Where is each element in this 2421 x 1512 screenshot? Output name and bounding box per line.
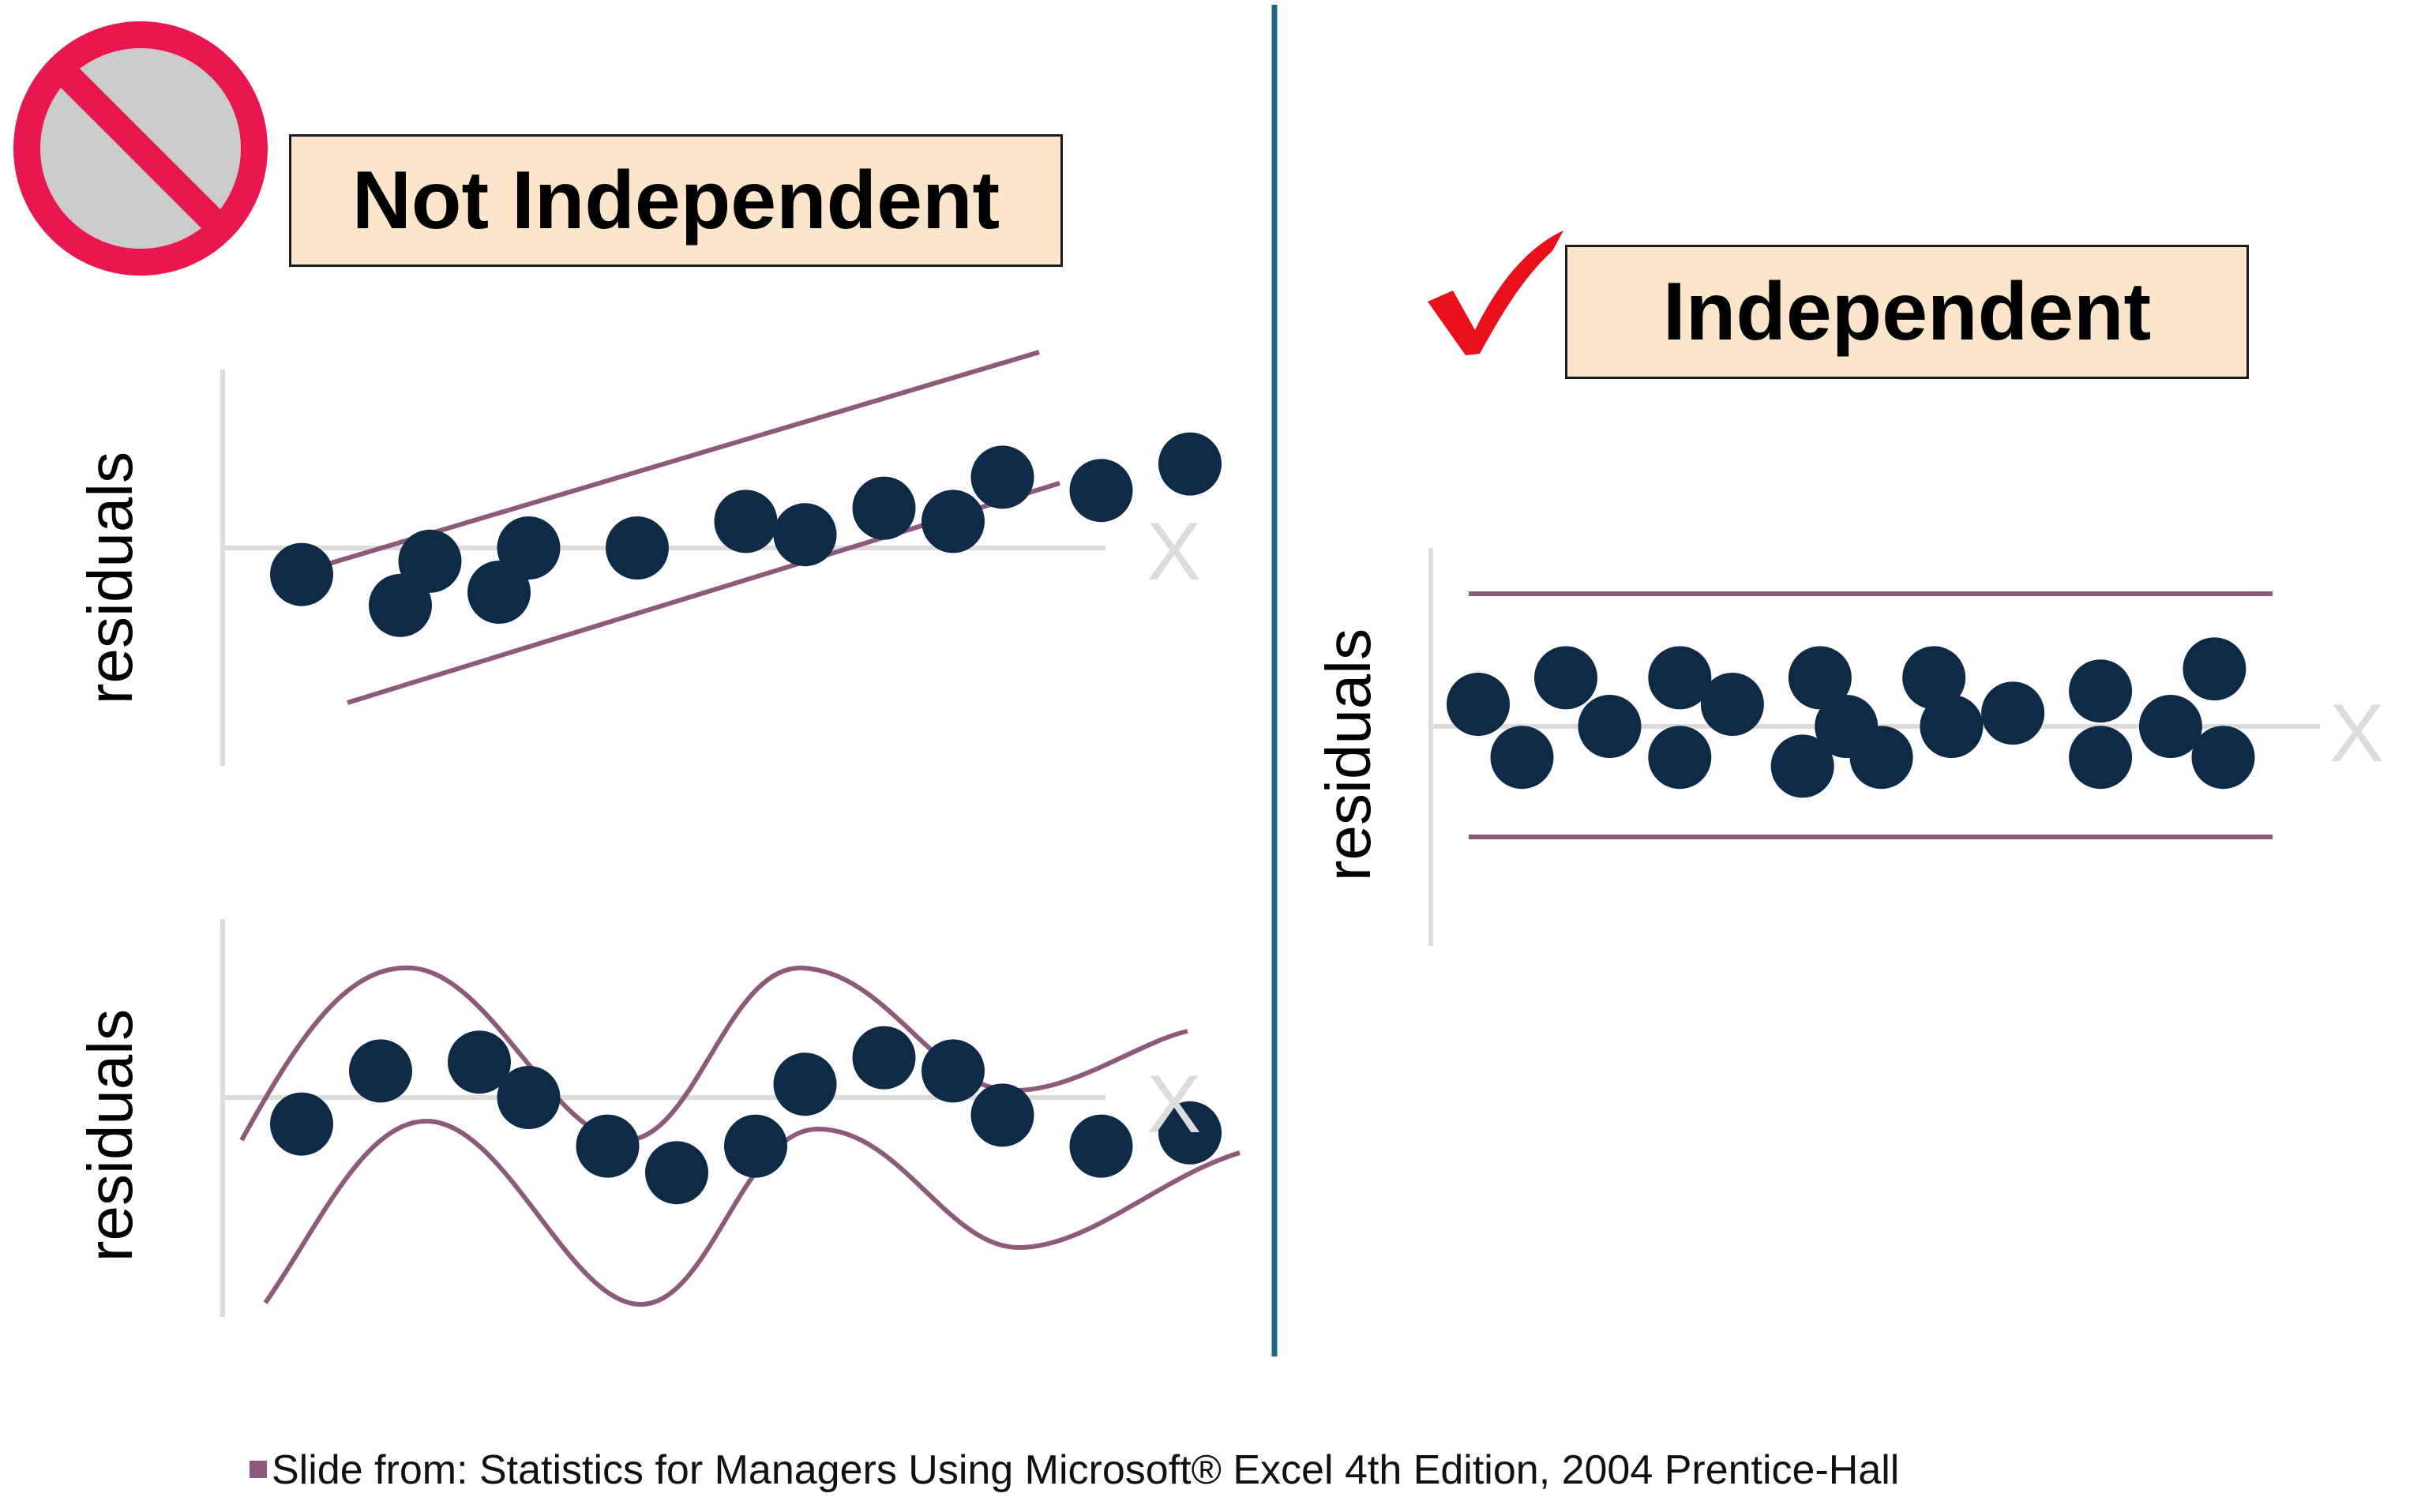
chart-1-point-4 [467, 561, 531, 624]
source-footnote: Slide from: Statistics for Managers Usin… [250, 1446, 1899, 1494]
independent-heading: Independent [1565, 245, 2249, 379]
chart-2-point-4 [497, 1066, 561, 1129]
chart-3-point-14 [1981, 681, 2045, 745]
chart-2-xlabel: X [1147, 1059, 1202, 1150]
chart-3-point-8 [1770, 734, 1834, 798]
chart-2-point-3 [448, 1030, 511, 1094]
chart-1-point-10 [921, 490, 985, 553]
chart-1-xlabel: X [1147, 506, 1202, 598]
chart-3-point-3 [1534, 646, 1597, 710]
chart-1-point-5 [497, 516, 561, 580]
chart-3-point-2 [1490, 726, 1554, 790]
chart-3-point-17 [2138, 695, 2202, 758]
chart-1-point-11 [970, 445, 1034, 509]
chart-1-axes [220, 370, 1105, 766]
chart-1-point-1 [270, 542, 333, 606]
chart-3-point-9 [1788, 646, 1852, 710]
chart-3-ylabel: residuals [1313, 628, 1383, 882]
bullet-icon [250, 1461, 267, 1479]
chart-1-point-9 [852, 476, 916, 540]
chart-2-ylabel: residuals [75, 1008, 145, 1263]
chart-3-point-11 [1849, 726, 1913, 790]
chart-2-point-12 [1069, 1114, 1133, 1178]
chart-3-bands [1469, 591, 2273, 839]
chart-1-point-12 [1069, 459, 1133, 523]
chart-1-point-8 [773, 503, 837, 567]
chart-2-point-9 [852, 1026, 916, 1090]
chart-3-point-6 [1648, 726, 1712, 790]
checkmark-icon [1428, 231, 1563, 355]
chart-3-point-5 [1648, 646, 1712, 710]
chart-1-point-13 [1158, 432, 1222, 496]
chart-1-point-2 [369, 573, 432, 637]
chart-2-point-6 [645, 1141, 708, 1205]
chart-3-point-13 [1920, 695, 1984, 758]
chart-1-point-7 [714, 490, 778, 553]
chart-3-point-19 [2191, 726, 2255, 790]
chart-2-point-5 [576, 1114, 640, 1178]
chart-2-point-10 [921, 1039, 985, 1103]
chart-2-point-13 [1158, 1101, 1222, 1165]
chart-2-point-7 [724, 1114, 787, 1178]
chart-3-points [1447, 637, 2255, 798]
chart-3-point-12 [1902, 646, 1966, 710]
chart-2-points [270, 1026, 1222, 1205]
prohibited-icon [13, 21, 268, 276]
chart-1-point-6 [606, 516, 669, 580]
chart-1-ylabel: residuals [75, 451, 145, 705]
chart-3-xlabel: X [2329, 688, 2385, 779]
source-footnote-text: Slide from: Statistics for Managers Usin… [272, 1447, 1900, 1493]
chart-3-point-18 [2183, 637, 2246, 701]
chart-3-point-4 [1578, 695, 1642, 758]
chart-2-point-8 [773, 1052, 837, 1116]
chart-2-point-2 [349, 1039, 412, 1103]
chart-3-point-16 [2069, 726, 2133, 790]
chart-2-point-1 [270, 1092, 333, 1156]
chart-3-point-1 [1447, 673, 1510, 736]
chart-3-point-7 [1700, 673, 1764, 736]
chart-2-point-11 [970, 1083, 1034, 1147]
chart-1-points [270, 432, 1222, 637]
chart-3-point-15 [2069, 659, 2133, 723]
chart-1-point-3 [398, 529, 462, 593]
not-independent-heading: Not Independent [289, 134, 1063, 267]
